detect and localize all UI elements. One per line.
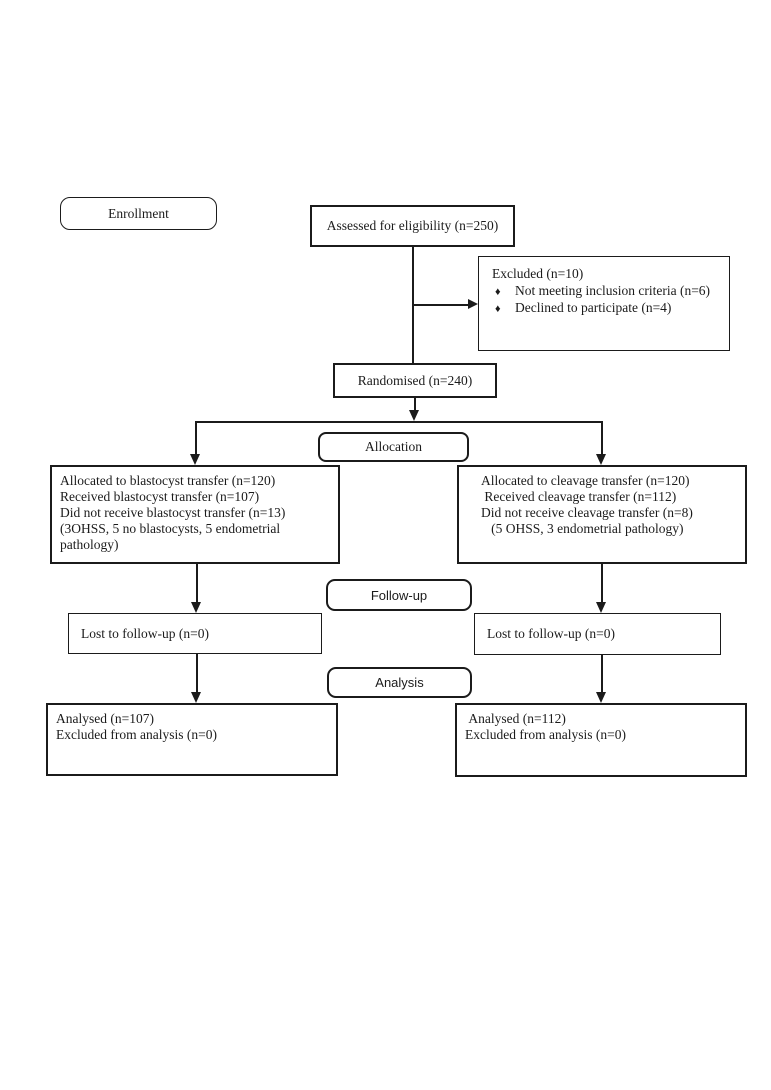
allocation-right-line: Received cleavage transfer (n=112) xyxy=(481,489,677,504)
connector-randomised-split xyxy=(414,398,416,411)
allocation-stage-label: Allocation xyxy=(318,432,469,462)
lost-followup-right-box: Lost to follow-up (n=0) xyxy=(474,613,721,655)
arrowhead-allocation-left xyxy=(190,454,200,465)
diamond-bullet-icon: ♦ xyxy=(495,286,501,298)
connector-lost-analysed-left xyxy=(196,654,198,693)
analysed-right-line: Excluded from analysis (n=0) xyxy=(465,727,626,742)
excluded-item-row: ♦ Not meeting inclusion criteria (n=6) xyxy=(479,283,729,300)
excluded-box: Excluded (n=10) ♦ Not meeting inclusion … xyxy=(478,256,730,351)
followup-stage-label: Follow-up xyxy=(326,579,472,611)
allocation-left-line: Received blastocyst transfer (n=107) xyxy=(60,489,260,504)
randomised-text: Randomised (n=240) xyxy=(357,372,473,388)
enrollment-stage-label: Enrollment xyxy=(60,197,217,230)
arrowhead-lost-left xyxy=(191,602,201,613)
analysed-right-line: Analysed (n=112) xyxy=(465,711,566,726)
arrowhead-split xyxy=(409,410,419,421)
allocation-left-line: Did not receive blastocyst transfer (n=1… xyxy=(60,505,286,520)
enrollment-stage-text: Enrollment xyxy=(108,205,169,221)
allocation-left-line: Allocated to blastocyst transfer (n=120) xyxy=(60,473,276,488)
allocation-cleavage-box: Allocated to cleavage transfer (n=120) R… xyxy=(457,465,747,564)
connector-alloc-lost-right xyxy=(601,564,603,603)
connector-to-excluded xyxy=(412,304,469,306)
arrowhead-excluded xyxy=(468,299,478,309)
arrowhead-lost-right xyxy=(596,602,606,613)
allocation-stage-text: Allocation xyxy=(365,439,422,454)
diamond-bullet-icon: ♦ xyxy=(495,303,501,315)
allocation-right-line: Did not receive cleavage transfer (n=8) xyxy=(481,505,693,520)
arrowhead-allocation-right xyxy=(596,454,606,465)
analysed-right-box: Analysed (n=112) Excluded from analysis … xyxy=(455,703,747,777)
analysis-stage-label: Analysis xyxy=(327,667,472,698)
arrowhead-analysed-right xyxy=(596,692,606,703)
assessed-eligibility-text: Assessed for eligibility (n=250) xyxy=(326,218,499,233)
analysed-left-box: Analysed (n=107) Excluded from analysis … xyxy=(46,703,338,776)
connector-lost-analysed-right xyxy=(601,655,603,693)
followup-stage-text: Follow-up xyxy=(370,587,428,603)
arrowhead-analysed-left xyxy=(191,692,201,703)
analysis-stage-text: Analysis xyxy=(375,675,424,690)
excluded-item-text: Not meeting inclusion criteria (n=6) xyxy=(515,283,711,298)
allocation-blastocyst-box: Allocated to blastocyst transfer (n=120)… xyxy=(50,465,340,564)
excluded-title: Excluded (n=10) xyxy=(492,266,584,281)
allocation-right-line: (5 OHSS, 3 endometrial pathology) xyxy=(481,521,684,536)
allocation-right-line: Allocated to cleavage transfer (n=120) xyxy=(481,473,690,488)
lost-followup-left-text: Lost to follow-up (n=0) xyxy=(81,625,209,641)
connector-split-right xyxy=(601,421,603,455)
excluded-item-row: ♦ Declined to participate (n=4) xyxy=(479,300,729,317)
excluded-item-text: Declined to participate (n=4) xyxy=(515,300,672,315)
allocation-left-line: (3OHSS, 5 no blastocysts, 5 endometrial … xyxy=(60,521,284,552)
connector-split-bar xyxy=(195,421,602,423)
analysed-left-line: Excluded from analysis (n=0) xyxy=(56,727,217,742)
analysed-left-line: Analysed (n=107) xyxy=(56,711,154,726)
assessed-eligibility-box: Assessed for eligibility (n=250) xyxy=(310,205,515,247)
lost-followup-left-box: Lost to follow-up (n=0) xyxy=(68,613,322,654)
lost-followup-right-text: Lost to follow-up (n=0) xyxy=(487,626,615,641)
connector-alloc-lost-left xyxy=(196,564,198,603)
connector-split-left xyxy=(195,421,197,455)
randomised-box: Randomised (n=240) xyxy=(333,363,497,398)
